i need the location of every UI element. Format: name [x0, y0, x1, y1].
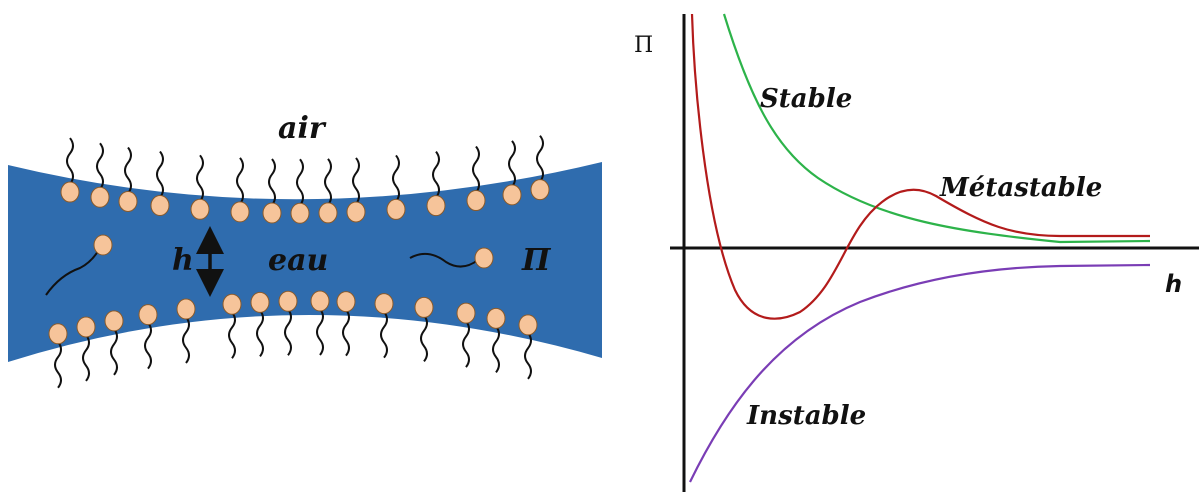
surfactant-molecule [518, 314, 538, 380]
air-label: air [278, 111, 327, 146]
surfactant-molecule [138, 304, 158, 370]
surfactant-molecule [386, 154, 406, 220]
film-diagram: air eau h Π [8, 111, 602, 389]
y-axis-label: Π [634, 33, 653, 58]
surfactant-molecule [150, 150, 170, 216]
thickness-label: h [172, 243, 194, 278]
pressure-label: Π [521, 243, 552, 278]
surfactant-molecule [318, 158, 338, 224]
surfactant-molecule [278, 290, 298, 356]
metastable-label: Métastable [939, 173, 1102, 203]
stable-label: Stable [760, 84, 852, 114]
surfactant-molecule [104, 310, 124, 376]
stable-curve [722, 13, 1151, 244]
surfactant-molecule [222, 293, 242, 359]
surfactant-molecule [530, 135, 550, 201]
surfactant-molecule [118, 146, 138, 212]
surfactant-molecule [90, 142, 110, 208]
surfactant-molecule [502, 140, 522, 206]
unstable-curve [689, 263, 1151, 483]
surfactant-molecule [456, 302, 476, 368]
surfactant-molecule [409, 247, 494, 269]
surfactant-molecule [76, 316, 96, 382]
surfactant-molecule [466, 145, 486, 212]
surfactant-molecule [60, 137, 80, 203]
surfactant-molecule [414, 296, 434, 363]
surfactant-molecule [45, 234, 113, 296]
bulk-surfactants [45, 234, 494, 296]
surfactant-molecule [336, 291, 356, 357]
unstable-label: Instable [746, 401, 866, 431]
surfactant-molecule [48, 323, 68, 389]
x-axis-label: h [1165, 270, 1182, 298]
surfactant-molecule [290, 158, 310, 224]
surfactant-molecule [176, 298, 196, 364]
water-label: eau [268, 243, 328, 278]
pressure-chart: Π h Stable Métastable Instable [634, 13, 1199, 492]
bottom-surfactant-layer [48, 290, 538, 389]
surfactant-molecule [374, 293, 394, 359]
surfactant-molecule [190, 154, 210, 220]
top-surfactant-layer [60, 135, 550, 224]
surfactant-molecule [230, 157, 250, 223]
surfactant-molecule [486, 307, 506, 373]
metastable-curve [690, 13, 1150, 320]
surfactant-molecule [310, 290, 330, 356]
surfactant-molecule [346, 157, 366, 223]
surfactant-molecule [426, 151, 446, 217]
surfactant-molecule [262, 158, 282, 224]
surfactant-molecule [250, 291, 270, 357]
